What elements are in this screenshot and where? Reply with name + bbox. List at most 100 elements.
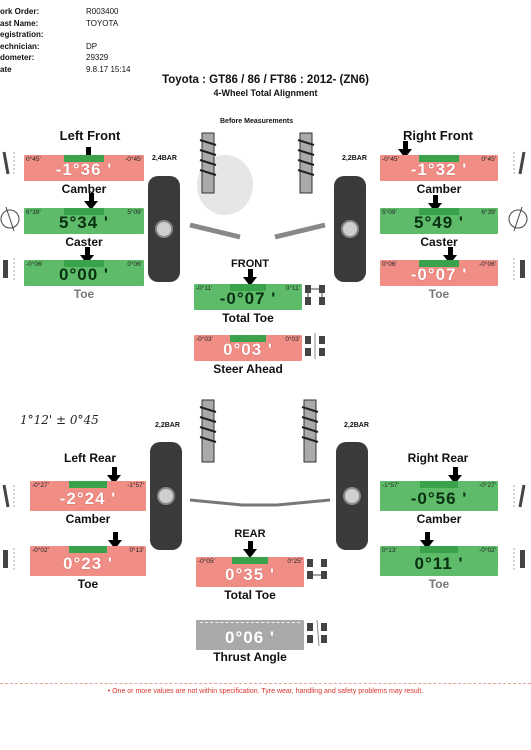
thrust-angle-car-icon <box>305 619 329 647</box>
page-title: Toyota : GT86 / 86 / FT86 : 2012- (ZN6) <box>162 74 369 86</box>
right-rear-camber-value: -0°56 ' <box>410 489 468 508</box>
left-front-toe-gauge: -0°06' 0°06' 0°00 ' <box>24 260 144 286</box>
steer-ahead-value: 0°03 ' <box>223 340 273 359</box>
right-front-caster-value: 5°49 ' <box>414 213 464 232</box>
camber-diagram-icon <box>508 150 528 176</box>
left-front-camber-gauge: 0°45' -0°45' -1°36 ' <box>24 155 144 181</box>
right-front-camber-value: -1°32 ' <box>410 160 468 179</box>
rear-total-toe-label: Total Toe <box>224 588 276 602</box>
right-rear-toe-gauge: 0°13' -0°02' 0°11 ' <box>380 546 498 576</box>
right-front-caster-min: 5°09' <box>382 209 397 216</box>
left-front-camber-max: -0°45' <box>125 156 142 163</box>
left-rear-camber-min: -0°27' <box>32 482 49 489</box>
arrow-down-icon <box>107 467 121 484</box>
right-rear-title: Right Rear <box>407 451 469 465</box>
front-total-toe-gauge: -0°11' 0°11' -0°07 ' <box>194 284 302 310</box>
technician-value: DP <box>86 41 98 51</box>
toe-diagram-icon <box>508 546 528 572</box>
right-rear-toe-min: 0°13' <box>382 547 397 554</box>
right-rear-toe-value: 0°11 ' <box>414 554 464 573</box>
camber-diagram-icon <box>0 483 20 509</box>
arrow-down-icon <box>80 247 94 264</box>
front-right-pressure: 2,2BAR <box>342 155 367 162</box>
toe-diagram-icon <box>0 256 20 282</box>
job-info: ork Order:R003400 ast Name:TOYOTA egistr… <box>0 6 200 75</box>
arrow-down-icon <box>420 532 434 549</box>
spec-warning: • One or more values are not within spec… <box>107 688 424 695</box>
odometer-label: dometer: <box>0 53 35 62</box>
steer-ahead-max: 0°03' <box>285 336 300 343</box>
arrow-down-icon <box>84 193 98 210</box>
left-front-camber-label: Camber <box>61 182 107 196</box>
handwritten-note: 1°12' ± 0°45 <box>20 413 99 427</box>
right-front-camber-min: -0°45' <box>382 156 399 163</box>
left-rear-camber-gauge: -0°27' -1°57' -2°24 ' <box>30 481 146 511</box>
arrow-down-icon <box>448 467 462 484</box>
arrow-down-icon <box>443 247 457 264</box>
right-front-camber-gauge: -0°45' 0°45' -1°32 ' <box>380 155 498 181</box>
thrust-angle-gauge: 0°06 ' <box>196 620 304 650</box>
divider <box>0 683 531 684</box>
steer-ahead-min: -0°03' <box>196 336 213 343</box>
arrow-down-icon <box>428 195 442 212</box>
left-front-caster-label: Caster <box>65 235 103 249</box>
right-rear-camber-label: Camber <box>416 512 462 526</box>
right-rear-camber-max: -0°27' <box>479 482 496 489</box>
right-front-toe-gauge: 0°06' -0°06' -0°07 ' <box>380 260 498 286</box>
caster-diagram-icon <box>508 205 528 232</box>
left-rear-camber-max: -1°57' <box>127 482 144 489</box>
left-rear-toe-min: -0°02' <box>32 547 49 554</box>
front-left-tire <box>148 176 180 282</box>
arrow-down-icon <box>243 269 257 286</box>
right-front-title: Right Front <box>402 128 474 143</box>
left-front-camber-min: 0°45' <box>26 156 41 163</box>
left-front-camber-value: -1°36 ' <box>55 160 113 179</box>
left-front-caster-gauge: 6°39' 5°09' 5°34 ' <box>24 208 144 234</box>
left-rear-toe-value: 0°23 ' <box>63 554 113 573</box>
steer-ahead-label: Steer Ahead <box>213 362 283 376</box>
steer-ahead-gauge: -0°03' 0°03' 0°03 ' <box>194 335 302 361</box>
rear-right-pressure: 2,2BAR <box>344 422 369 429</box>
last-name-label: ast Name: <box>0 18 39 28</box>
right-front-toe-max: -0°06' <box>479 261 496 268</box>
front-total-toe-max: 0°11' <box>285 285 300 292</box>
left-rear-toe-label: Toe <box>77 577 99 591</box>
rear-total-toe-car-icon <box>305 556 329 582</box>
right-rear-toe-label: Toe <box>428 577 450 591</box>
right-rear-camber-gauge: -1°57' -0°27' -0°56 ' <box>380 481 498 511</box>
right-rear-camber-min: -1°57' <box>382 482 399 489</box>
left-front-caster-min: 6°39' <box>26 209 41 216</box>
rear-left-tire <box>150 442 182 550</box>
right-front-caster-gauge: 5°09' 6°39' 5°49 ' <box>380 208 498 234</box>
arrow-down-icon <box>398 141 412 158</box>
rear-center-title: REAR <box>234 528 266 540</box>
page-subtitle: 4-Wheel Total Alignment <box>213 88 318 98</box>
rear-total-toe-gauge: -0°05' 0°25' 0°35 ' <box>196 557 304 587</box>
left-rear-toe-max: 0°13' <box>129 547 144 554</box>
left-front-caster-max: 5°09' <box>127 209 142 216</box>
front-total-toe-value: -0°07 ' <box>219 289 277 308</box>
camber-diagram-icon <box>0 150 20 176</box>
date-label: ate <box>0 64 12 74</box>
left-front-toe-label: Toe <box>73 287 95 301</box>
technician-label: echnician: <box>0 41 40 51</box>
rear-total-toe-max: 0°25' <box>287 558 302 565</box>
thrust-angle-label: Thrust Angle <box>213 650 287 664</box>
caster-diagram-icon <box>0 205 20 232</box>
left-rear-title: Left Rear <box>63 451 116 465</box>
front-center-title: FRONT <box>231 258 269 270</box>
toe-diagram-icon <box>508 256 528 282</box>
right-front-toe-min: 0°06' <box>382 261 397 268</box>
front-right-tire <box>334 176 366 282</box>
arrow-down-icon <box>108 532 122 549</box>
left-front-toe-value: 0°00 ' <box>59 265 109 284</box>
left-rear-camber-value: -2°24 ' <box>59 489 117 508</box>
left-front-toe-max: 0°06' <box>127 261 142 268</box>
registration-label: egistration: <box>0 30 44 39</box>
right-front-camber-label: Camber <box>416 182 462 196</box>
rear-total-toe-min: -0°05' <box>198 558 215 565</box>
total-toe-car-icon <box>303 282 327 308</box>
camber-diagram-icon <box>508 483 528 509</box>
front-total-toe-label: Total Toe <box>222 311 274 325</box>
right-front-camber-max: 0°45' <box>481 156 496 163</box>
